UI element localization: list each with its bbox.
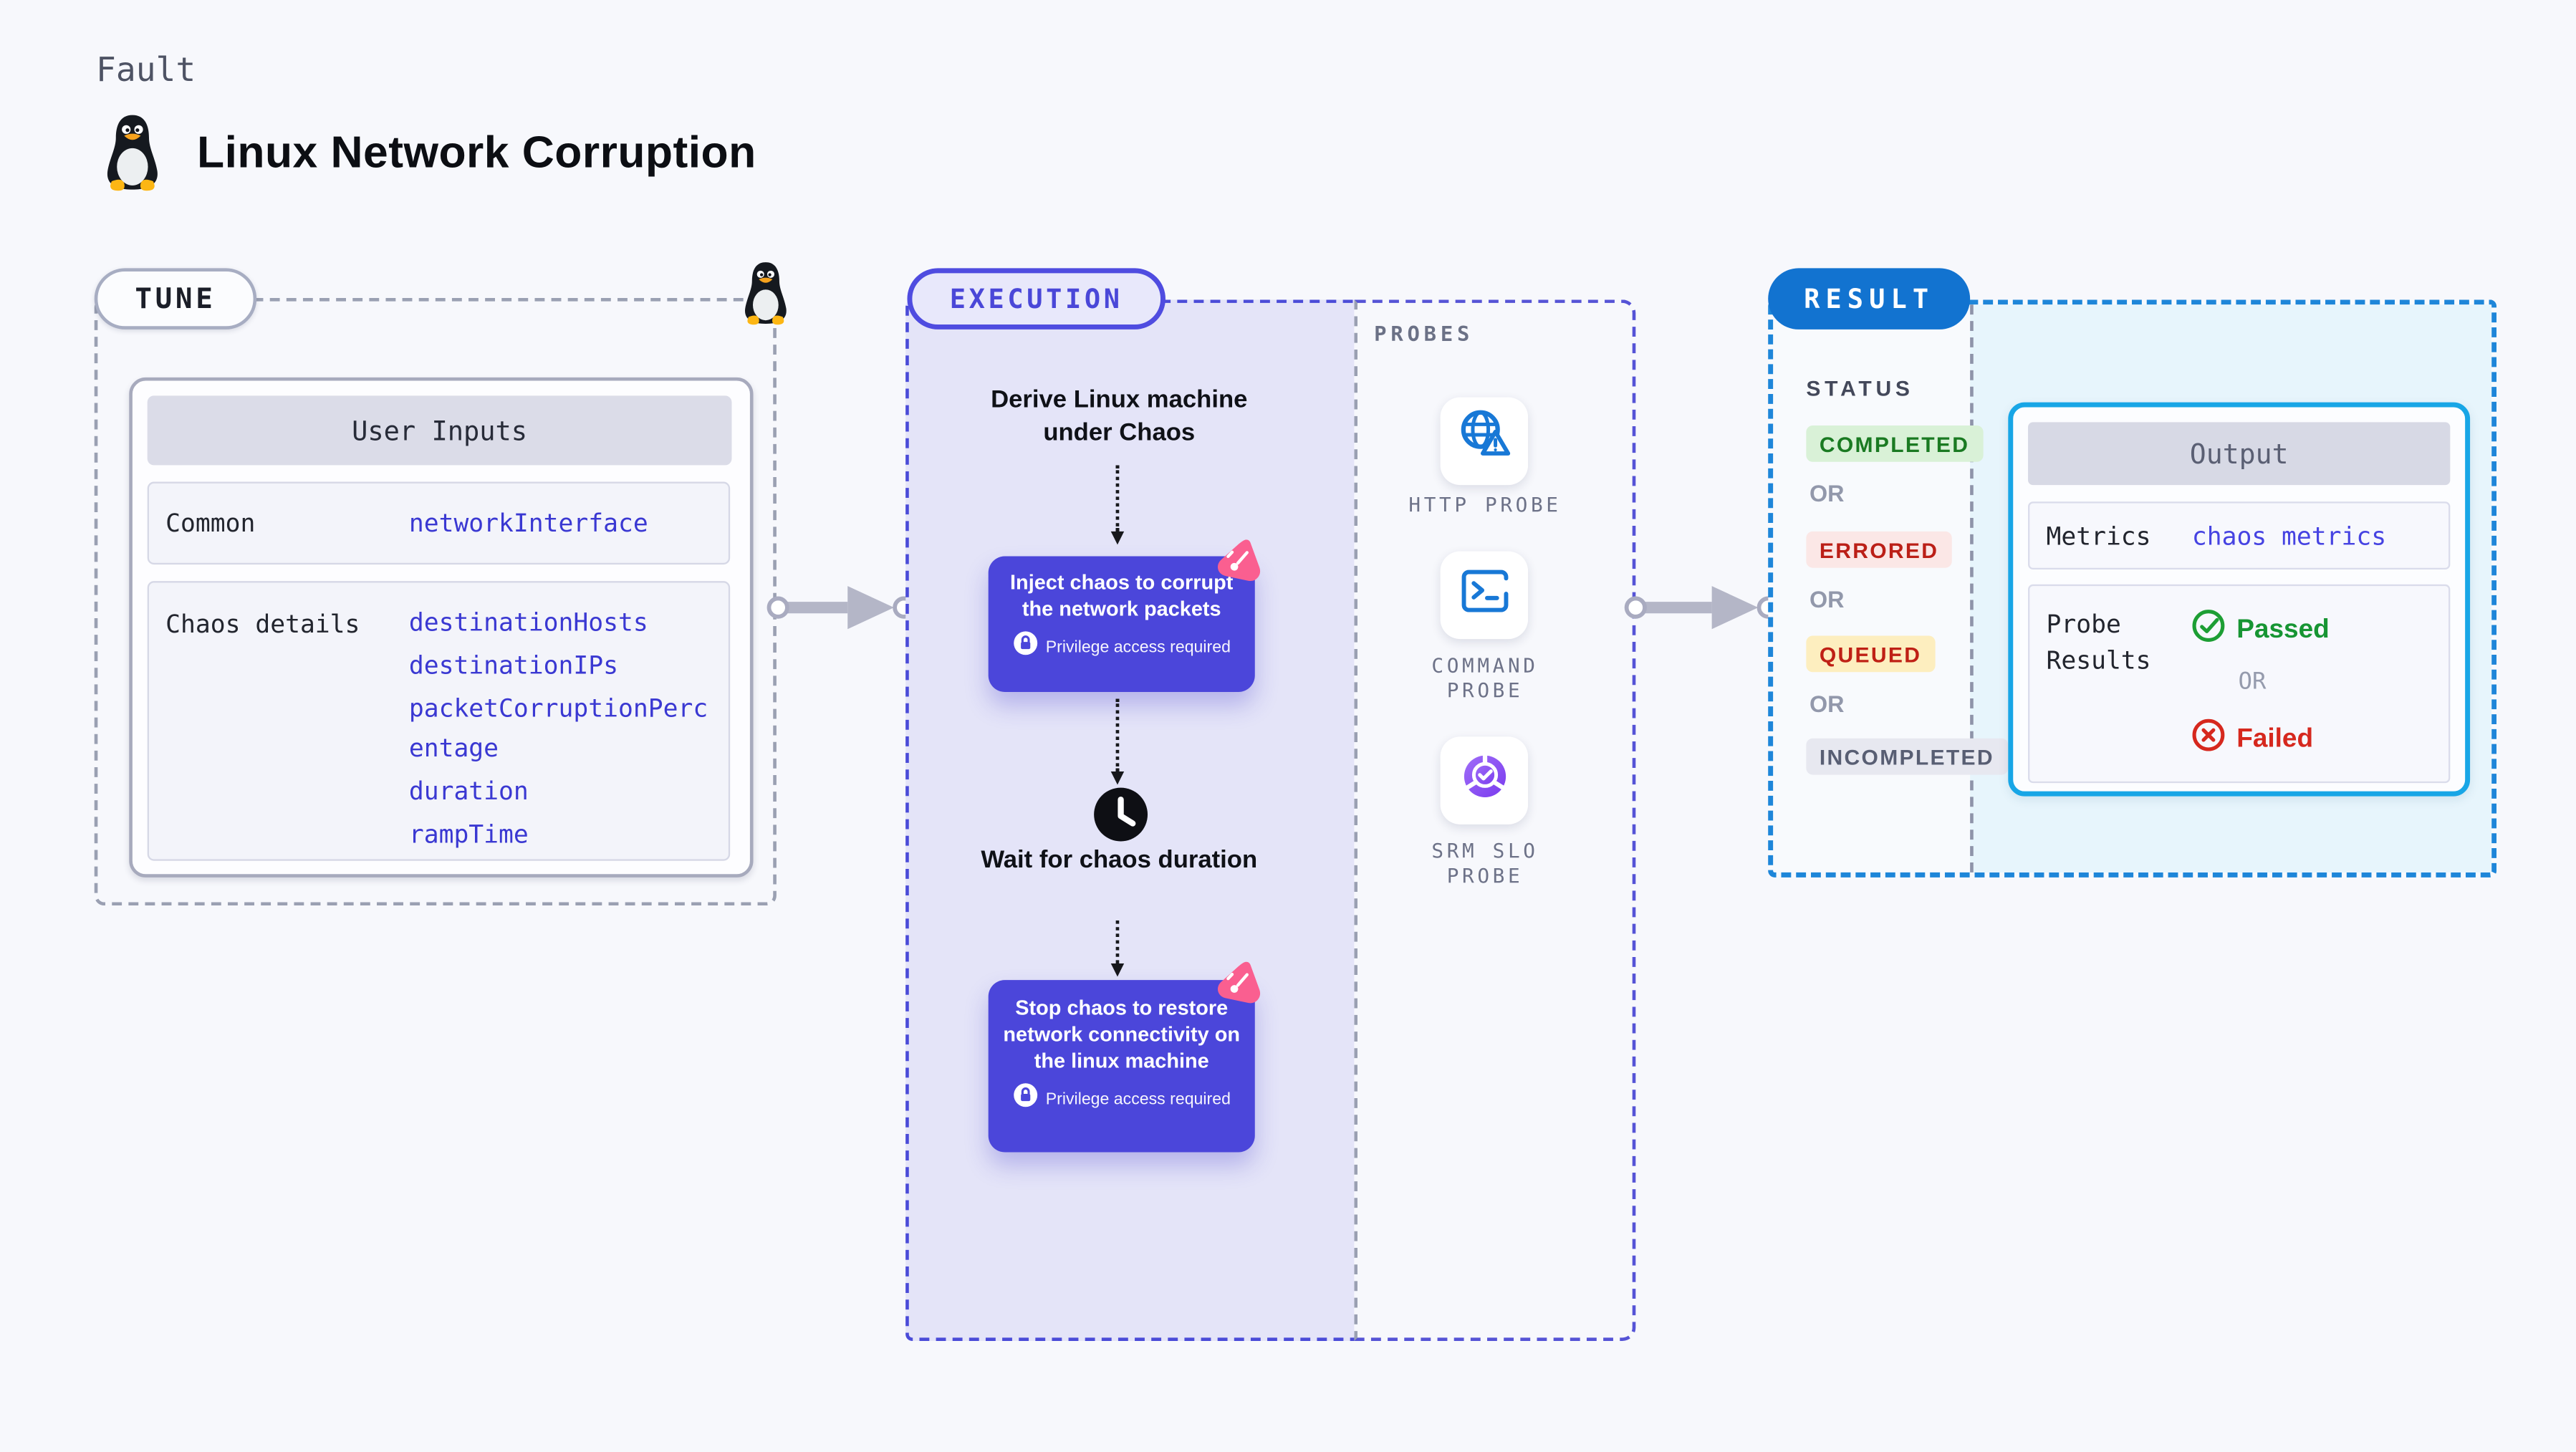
user-inputs-card: User Inputs Common networkInterface Chao… <box>129 377 754 878</box>
or-separator: OR <box>1809 480 1845 507</box>
output-card: Output Metrics chaos metrics Probe Resul… <box>2008 402 2471 797</box>
or-separator: OR <box>1809 586 1845 613</box>
status-badge-errored: ERRORED <box>1806 531 1952 568</box>
stop-chaos-node: Stop chaos to restore network connectivi… <box>988 980 1255 1153</box>
chaos-metrics-link[interactable]: chaos metrics <box>2191 520 2387 551</box>
output-header: Output <box>2028 422 2451 486</box>
inject-chaos-label: Inject chaos to corrupt the network pack… <box>1010 571 1234 621</box>
terminal-icon <box>1456 563 1513 628</box>
tux-icon <box>100 112 165 192</box>
param-link-networkInterface[interactable]: networkInterface <box>408 508 648 539</box>
param-link-packetCorruptionPercentage[interactable]: packetCorruptionPercentage <box>408 693 708 764</box>
wait-clock-icon <box>1091 784 1150 844</box>
probe-results-label: Probe Results <box>2046 609 2151 675</box>
chaos-icon <box>1211 958 1267 1014</box>
failed-label: Failed <box>2236 724 2314 753</box>
http-probe-label: HTTP PROBE <box>1408 493 1562 517</box>
probes-label: PROBES <box>1374 321 1474 347</box>
metrics-label: Metrics <box>2046 520 2151 551</box>
passed-label: Passed <box>2236 615 2330 643</box>
inject-chaos-node: Inject chaos to corrupt the network pack… <box>988 556 1255 693</box>
srm-slo-probe-card[interactable] <box>1440 736 1529 824</box>
tune-badge: TUNE <box>94 268 257 330</box>
privilege-badge: Privilege access required <box>1001 631 1241 664</box>
lock-icon <box>1013 631 1038 664</box>
input-row-chaos-details: Chaos details destinationHosts destinati… <box>147 581 731 861</box>
tux-small-icon <box>739 259 793 328</box>
flow-arrow-icon <box>1110 698 1125 785</box>
param-link-rampTime[interactable]: rampTime <box>408 819 529 850</box>
param-link-duration[interactable]: duration <box>408 776 529 807</box>
derive-step-label: Derive Linux machine under Chaos <box>991 385 1248 447</box>
status-badge-incompleted: INCOMPLETED <box>1806 738 2008 775</box>
http-probe-card[interactable] <box>1440 397 1529 486</box>
failed-indicator: Failed <box>2192 718 2313 760</box>
input-row-common: Common networkInterface <box>147 481 731 565</box>
flow-arrow-icon <box>1110 920 1125 977</box>
status-badge-queued: QUEUED <box>1806 635 1935 673</box>
chaos-icon <box>1211 536 1267 592</box>
flow-arrow-icon <box>1110 465 1125 545</box>
arrow-probes-to-result <box>1623 581 1782 643</box>
check-circle-icon <box>2192 609 2225 650</box>
privilege-label: Privilege access required <box>1045 1090 1231 1109</box>
probe-results-row: Probe Results Passed OR <box>2028 584 2451 784</box>
arrow-tune-to-execution <box>765 581 918 643</box>
result-section: STATUS COMPLETED OR ERRORED OR QUEUED OR… <box>1768 299 2497 878</box>
srm-slo-probe-label: SRM SLO PROBE <box>1431 839 1539 888</box>
globe-alert-icon <box>1454 408 1514 476</box>
stop-chaos-label: Stop chaos to restore network connectivi… <box>1003 996 1241 1073</box>
or-separator: OR <box>1809 690 1845 717</box>
execution-badge: EXECUTION <box>907 268 1166 330</box>
result-badge: RESULT <box>1768 268 1971 330</box>
x-circle-icon <box>2192 718 2225 760</box>
command-probe-card[interactable] <box>1440 551 1529 640</box>
probes-section <box>1354 299 1636 1341</box>
wait-step-label: Wait for chaos duration <box>981 845 1258 875</box>
status-badge-completed: COMPLETED <box>1806 425 1983 462</box>
slo-donut-icon <box>1454 746 1514 814</box>
passed-indicator: Passed <box>2192 609 2330 650</box>
lock-icon <box>1013 1082 1038 1115</box>
privilege-badge: Privilege access required <box>1001 1082 1241 1115</box>
command-probe-label: COMMAND PROBE <box>1431 653 1539 702</box>
user-inputs-header: User Inputs <box>147 395 732 466</box>
page-title: Linux Network Corruption <box>197 127 756 178</box>
or-separator-output: OR <box>2238 668 2267 696</box>
input-row-label: Chaos details <box>165 609 360 640</box>
param-link-destinationHosts[interactable]: destinationHosts <box>408 607 648 638</box>
metrics-row: Metrics chaos metrics <box>2028 501 2451 570</box>
fault-kicker: Fault <box>96 49 196 90</box>
privilege-label: Privilege access required <box>1045 638 1231 657</box>
input-row-label: Common <box>165 508 256 539</box>
param-link-destinationIPs[interactable]: destinationIPs <box>408 650 619 681</box>
status-label: STATUS <box>1806 375 1914 401</box>
